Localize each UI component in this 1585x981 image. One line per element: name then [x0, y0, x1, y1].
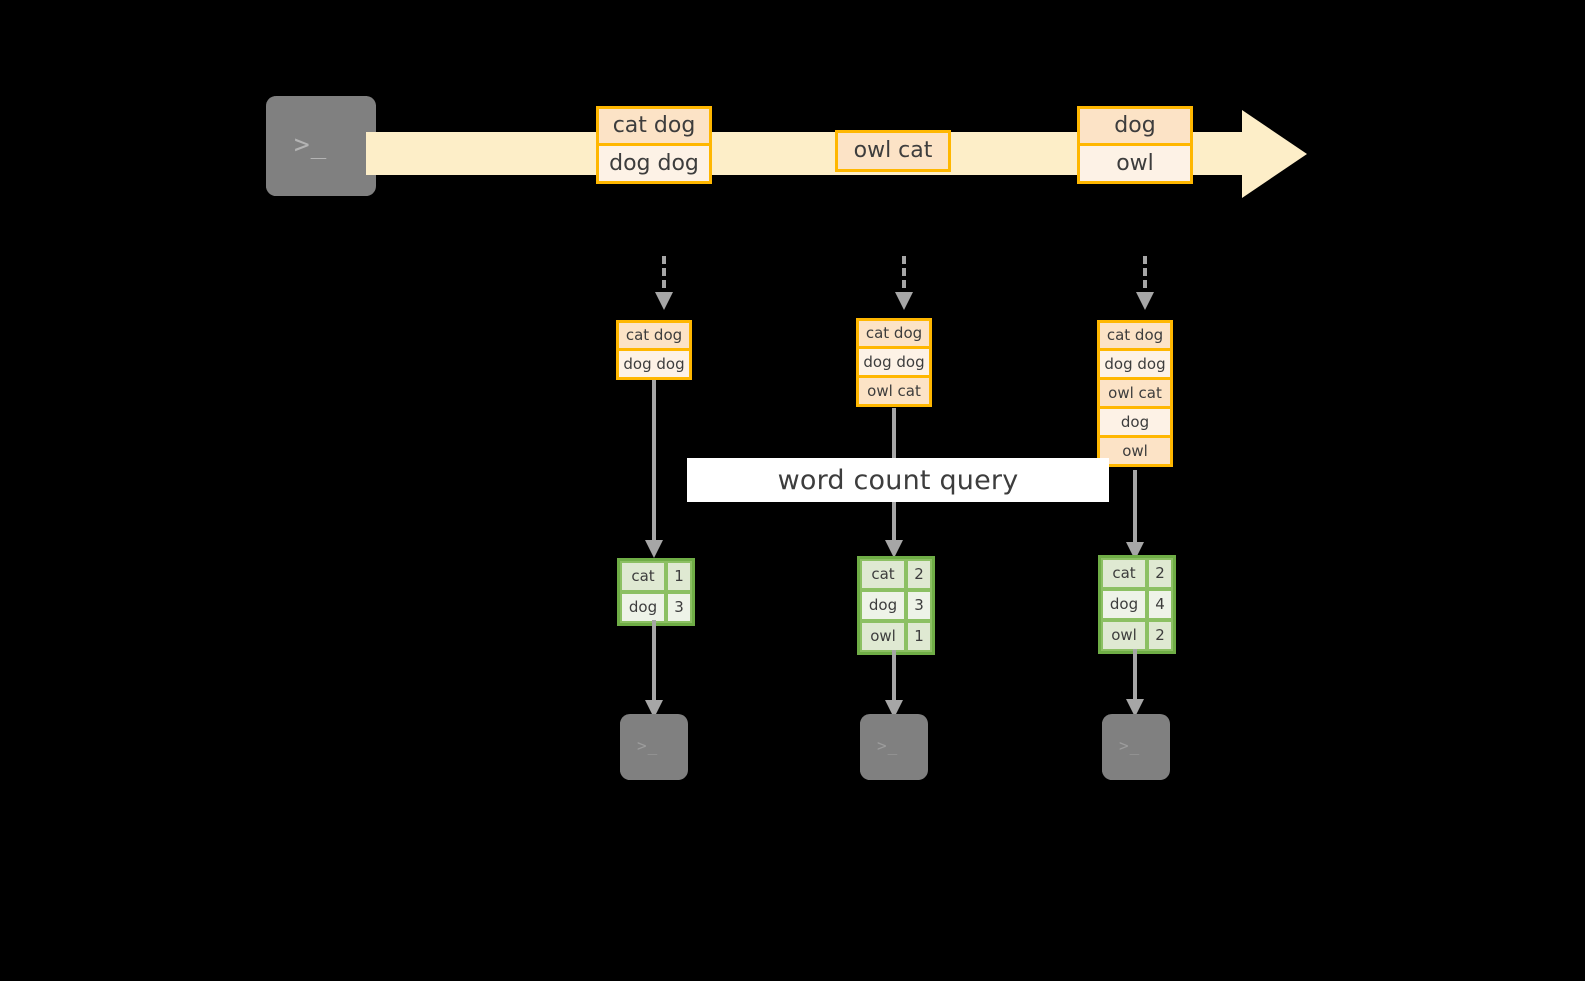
table-row: dog 4 [1101, 589, 1173, 620]
table-row: owl 2 [1101, 620, 1173, 651]
stream-batch-1: cat dog dog dog [596, 106, 712, 184]
column-1-input-stack: cat dog dog dog [616, 320, 692, 380]
record-box: cat dog [596, 106, 712, 146]
column-3-input-stack: cat dog dog dog owl cat dog owl [1097, 320, 1173, 467]
record-box: owl cat [1097, 378, 1173, 409]
terminal-prompt-glyph: >_ [877, 736, 899, 755]
result-count: 3 [906, 590, 932, 621]
result-word: cat [620, 561, 666, 592]
record-box: dog dog [1097, 349, 1173, 380]
column-2-input-stack: cat dog dog dog owl cat [856, 318, 932, 407]
record-box: dog [1077, 106, 1193, 146]
terminal-icon-source: >_ [266, 96, 376, 196]
result-count: 2 [1147, 620, 1173, 651]
record-box: dog [1097, 407, 1173, 438]
query-label-banner: word count query [687, 458, 1109, 502]
table-row: cat 1 [620, 561, 692, 592]
terminal-prompt-glyph: >_ [637, 736, 659, 755]
table-row: dog 3 [620, 592, 692, 623]
record-box: dog dog [616, 349, 692, 380]
down-arrow-icon-col2-output [884, 650, 904, 720]
stream-arrow-head-icon [1242, 110, 1307, 198]
result-word: owl [860, 621, 906, 652]
dashed-down-arrow-icon-col1 [654, 256, 674, 312]
result-word: owl [1101, 620, 1147, 651]
record-box: dog dog [596, 144, 712, 184]
result-count: 2 [1147, 558, 1173, 589]
terminal-icon-sink-col1: >_ [620, 714, 688, 780]
dashed-down-arrow-icon-col3 [1135, 256, 1155, 312]
column-1-result-table: cat 1 dog 3 [617, 558, 695, 626]
table-row: owl 1 [860, 621, 932, 652]
result-word: cat [860, 559, 906, 590]
terminal-prompt-glyph: >_ [1119, 736, 1141, 755]
down-arrow-icon-col1-process [644, 380, 664, 560]
table-row: cat 2 [1101, 558, 1173, 589]
terminal-icon-sink-col3: >_ [1102, 714, 1170, 780]
down-arrow-icon-col3-process [1125, 470, 1145, 562]
result-word: dog [1101, 589, 1147, 620]
terminal-icon-sink-col2: >_ [860, 714, 928, 780]
result-word: dog [620, 592, 666, 623]
result-word: cat [1101, 558, 1147, 589]
result-count: 2 [906, 559, 932, 590]
terminal-prompt-glyph: >_ [294, 130, 328, 160]
table-row: dog 3 [860, 590, 932, 621]
stream-batch-3: dog owl [1077, 106, 1193, 184]
record-box: cat dog [856, 318, 932, 349]
record-box: owl [1077, 144, 1193, 184]
result-count: 3 [666, 592, 692, 623]
column-3-result-table: cat 2 dog 4 owl 2 [1098, 555, 1176, 654]
record-box: cat dog [1097, 320, 1173, 351]
record-box: owl cat [835, 130, 951, 172]
record-box: dog dog [856, 347, 932, 378]
result-count: 1 [906, 621, 932, 652]
down-arrow-icon-col3-output [1125, 649, 1145, 719]
column-2-result-table: cat 2 dog 3 owl 1 [857, 556, 935, 655]
dashed-down-arrow-icon-col2 [894, 256, 914, 312]
result-word: dog [860, 590, 906, 621]
record-box: owl [1097, 436, 1173, 467]
result-count: 1 [666, 561, 692, 592]
record-box: owl cat [856, 376, 932, 407]
down-arrow-icon-col1-output [644, 620, 664, 720]
result-count: 4 [1147, 589, 1173, 620]
record-box: cat dog [616, 320, 692, 351]
stream-batch-2: owl cat [835, 130, 951, 172]
table-row: cat 2 [860, 559, 932, 590]
